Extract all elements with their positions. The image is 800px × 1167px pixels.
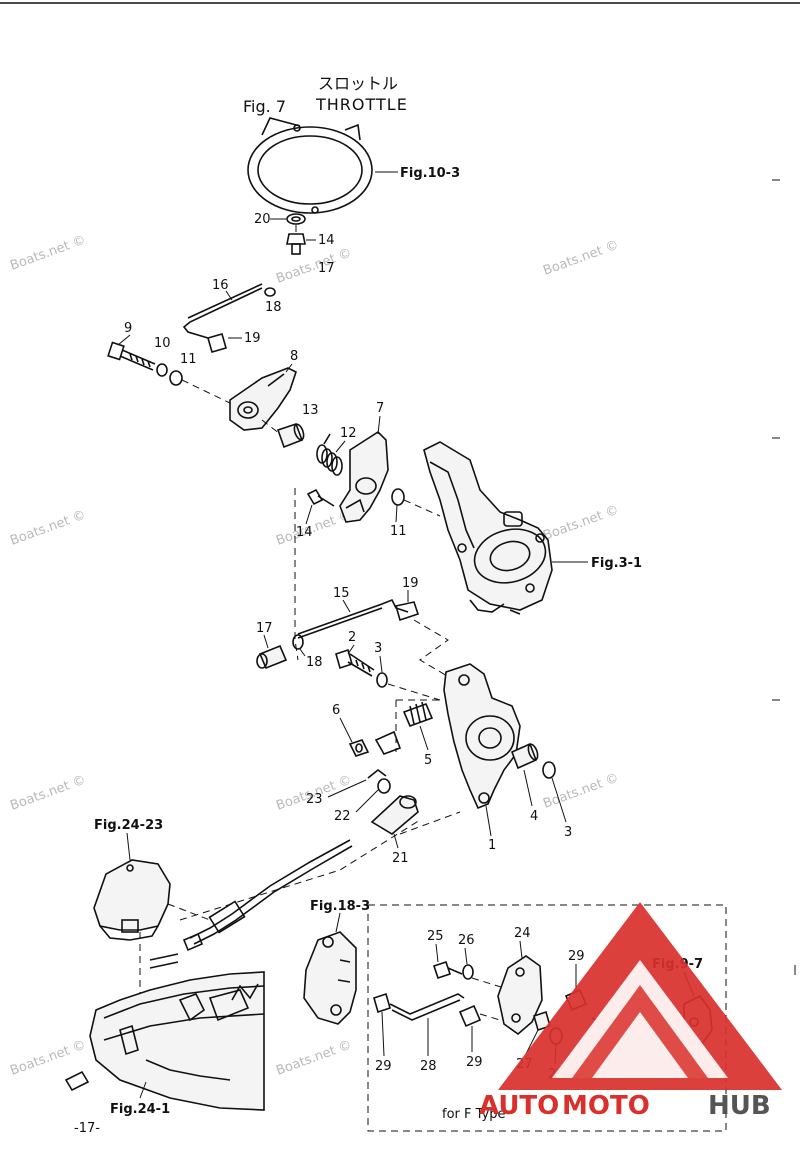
washer-22	[377, 778, 391, 794]
ref-fig-24-1: Fig.24-1	[110, 1102, 170, 1117]
callout-12: 12	[340, 426, 357, 441]
ball-joint-17	[256, 644, 288, 670]
logo-moto: MOTO	[562, 1091, 650, 1121]
callout-25: 25	[427, 929, 444, 944]
collar-13	[276, 422, 305, 449]
washer-18	[292, 634, 304, 650]
figure-number: Fig. 7	[243, 97, 286, 116]
spring-12	[316, 433, 343, 476]
callout-4: 4	[530, 809, 538, 824]
callout-18b: 18	[306, 655, 323, 670]
variant-note: for F Type	[442, 1107, 505, 1122]
callout-20: 20	[254, 212, 271, 227]
watermark: Boats.net ©	[274, 246, 354, 287]
bolt-2	[335, 648, 375, 677]
clip-29a	[373, 992, 391, 1014]
flange-ring	[247, 117, 398, 214]
washer-11	[169, 370, 183, 386]
callout-14b: 14	[296, 525, 313, 540]
watermark: Boats.net ©	[541, 238, 621, 279]
callout-11b: 11	[390, 524, 407, 539]
callout-21: 21	[392, 851, 409, 866]
bolt-25	[432, 960, 463, 980]
clip-23	[367, 768, 387, 779]
throttle-cable	[182, 839, 353, 952]
adjust-screw-5	[374, 699, 444, 755]
callout-3: 3	[374, 641, 382, 656]
logo-hub: HUB	[708, 1091, 771, 1121]
page-number: -17-	[74, 1121, 100, 1136]
washer-11b	[391, 488, 405, 506]
rod-clip-19b	[394, 601, 420, 622]
callout-5: 5	[424, 753, 432, 768]
callout-13: 13	[302, 403, 319, 418]
bolt-9	[107, 341, 156, 371]
throttle-rod-16	[182, 283, 263, 339]
clip-29b	[458, 1004, 482, 1028]
callout-9: 9	[124, 321, 132, 336]
callout-23: 23	[306, 792, 323, 807]
callout-1: 1	[488, 838, 496, 853]
callout-7: 7	[376, 401, 384, 416]
callout-17: 17	[318, 261, 335, 276]
washer-26	[462, 964, 474, 980]
callout-3b: 3	[564, 825, 572, 840]
callout-29c: 29	[568, 949, 585, 964]
sleeve-4	[510, 742, 539, 770]
callout-2: 2	[348, 630, 356, 645]
callout-18: 18	[265, 300, 282, 315]
rod-end-21	[370, 795, 419, 835]
washer-3	[376, 672, 388, 688]
throttle-rod-15	[297, 598, 409, 639]
intake-manifold	[423, 441, 553, 615]
callout-26: 26	[458, 933, 475, 948]
callout-28a: 28	[420, 1059, 437, 1074]
ref-fig-18-3: Fig.18-3	[310, 899, 370, 914]
rod-28	[389, 993, 465, 1015]
bracket-24	[497, 955, 543, 1036]
cable-bracket	[93, 859, 171, 941]
washer-3b	[542, 761, 556, 779]
callout-17b: 17	[256, 621, 273, 636]
shift-lever-link	[303, 931, 357, 1025]
callout-10: 10	[154, 336, 171, 351]
callout-29b: 29	[466, 1055, 483, 1070]
logo-auto: AUTO	[479, 1091, 559, 1121]
ref-fig-10-3: Fig.10-3	[400, 166, 460, 181]
automotohub-logo: AUTO MOTO HUB	[479, 902, 782, 1121]
watermark: Boats.net ©	[274, 1038, 354, 1079]
watermark: Boats.net ©	[8, 773, 88, 814]
watermark: Boats.net ©	[8, 233, 88, 274]
upper-fastener-stack	[264, 213, 306, 297]
throttle-lever-8	[229, 367, 297, 431]
bolt-14b	[306, 488, 335, 507]
washer-10	[156, 363, 168, 377]
watermark: Boats.net ©	[8, 1038, 88, 1079]
callout-14: 14	[318, 233, 335, 248]
watermark: Boats.net ©	[8, 508, 88, 549]
figure-title: THROTTLE	[315, 95, 408, 114]
callout-6: 6	[332, 703, 340, 718]
watermark: Boats.net ©	[274, 508, 354, 549]
callout-19: 19	[244, 331, 261, 346]
nut-6	[348, 739, 370, 757]
ref-fig-3-1: Fig.3-1	[591, 556, 642, 571]
ref-fig-24-23: Fig.24-23	[94, 818, 163, 833]
callout-29a: 29	[375, 1059, 392, 1074]
watermark: Boats.net ©	[541, 503, 621, 544]
title-japanese: スロットル	[318, 74, 398, 93]
rod-clip-19	[207, 333, 227, 353]
throttle-cam-7	[339, 430, 389, 523]
callout-22: 22	[334, 809, 351, 824]
callout-15: 15	[333, 586, 350, 601]
callout-11: 11	[180, 352, 197, 367]
callout-19b: 19	[402, 576, 419, 591]
throttle-arm-1	[443, 663, 521, 810]
callout-24: 24	[514, 926, 531, 941]
callout-8: 8	[290, 349, 298, 364]
lower-cowling	[64, 953, 265, 1111]
callout-16: 16	[212, 278, 229, 293]
